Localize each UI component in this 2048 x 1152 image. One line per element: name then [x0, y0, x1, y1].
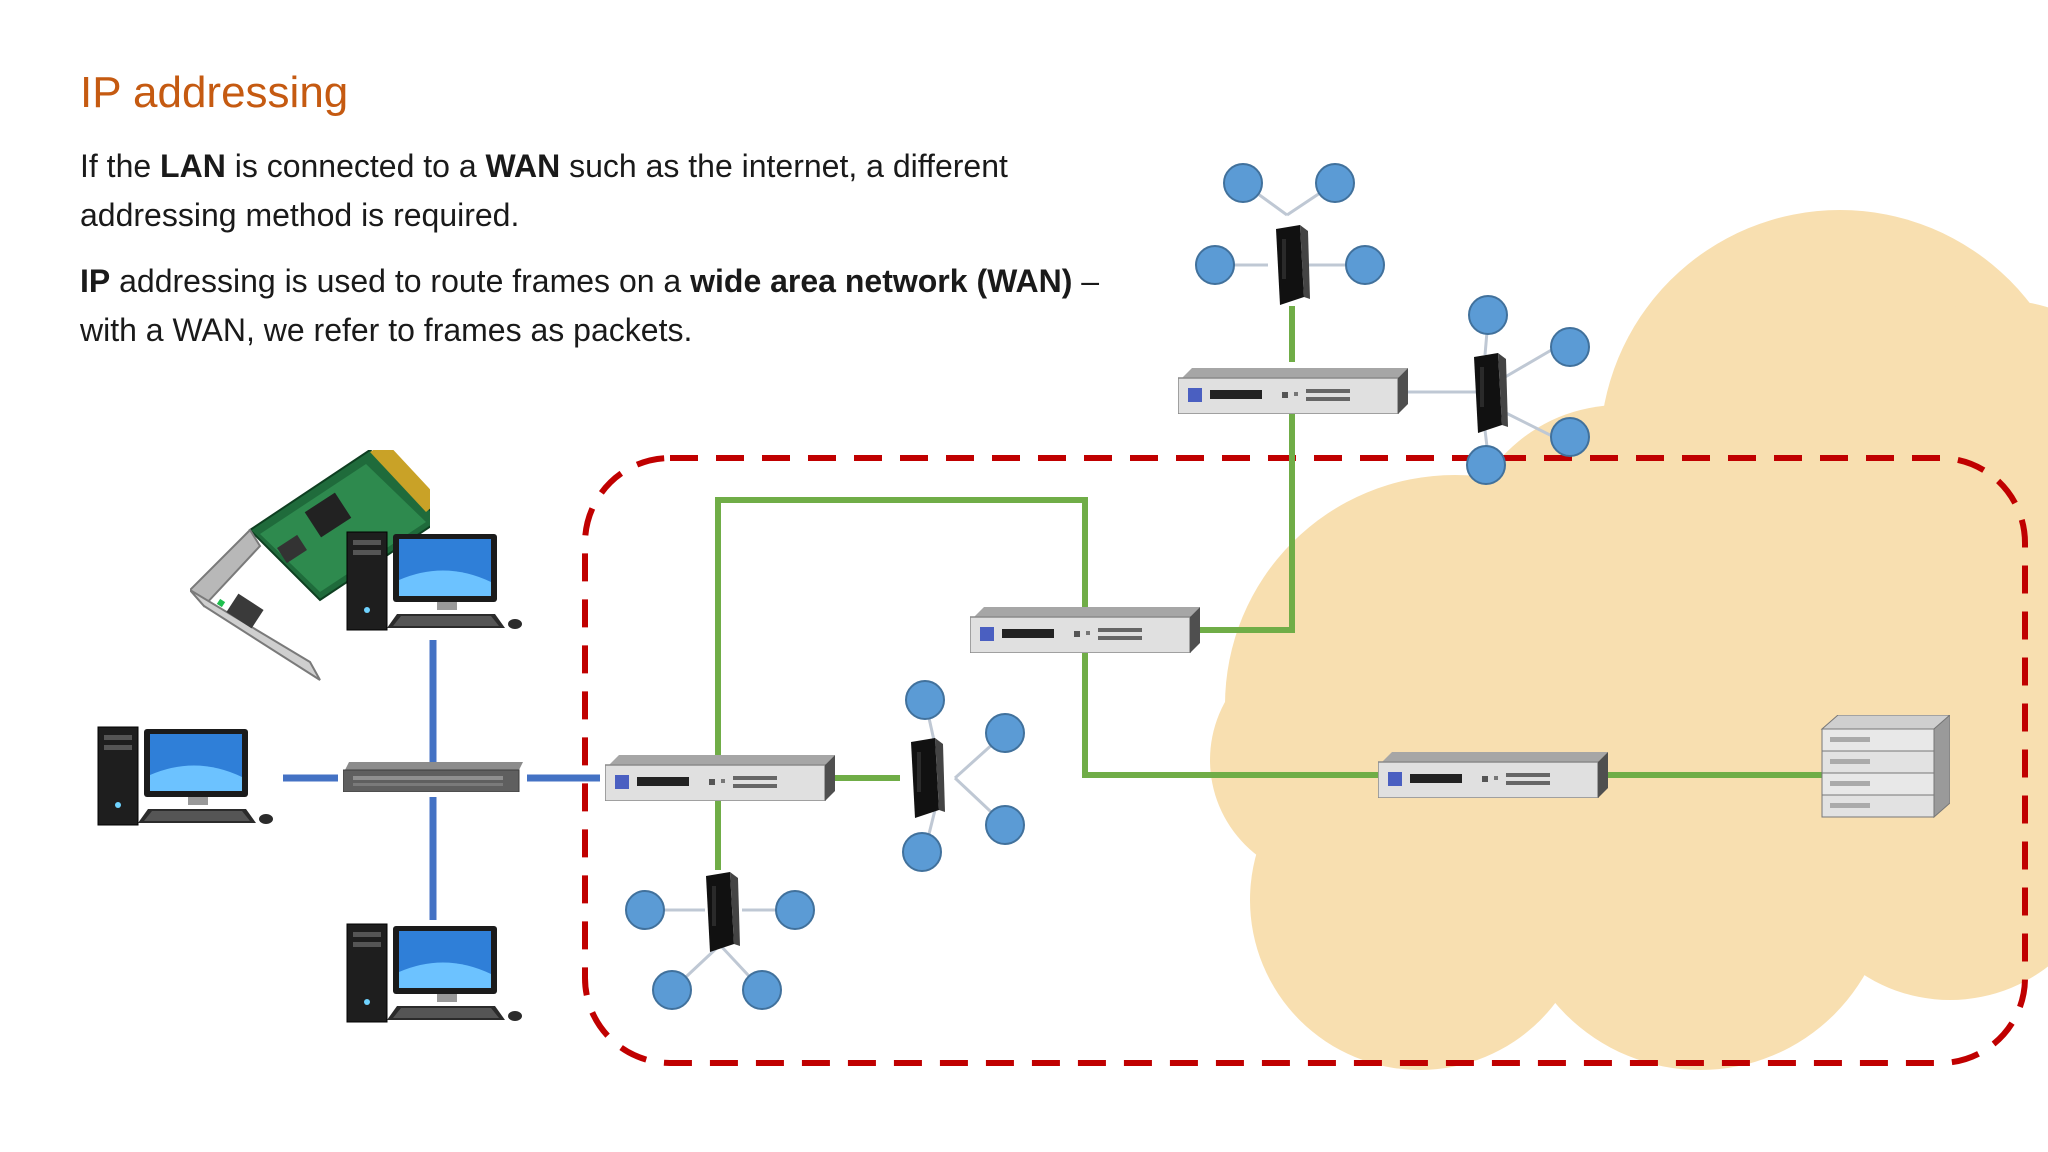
wan-boundary — [582, 455, 2028, 1066]
desktop-computer-icon — [97, 726, 274, 826]
client-node — [905, 680, 945, 720]
text-run: If the — [80, 148, 161, 184]
server-icon — [1821, 715, 1950, 818]
text-run-bold: wide area network (WAN) — [690, 263, 1073, 299]
client-node — [985, 805, 1025, 845]
cloud-icon — [1210, 210, 2048, 1070]
client-node — [742, 970, 782, 1010]
client-node — [625, 890, 665, 930]
paragraph-lan-wan: If the LAN is connected to a WAN such as… — [80, 142, 1140, 240]
client-node — [985, 713, 1025, 753]
client-node — [1195, 245, 1235, 285]
wireless-client-nodes — [625, 163, 1590, 1010]
text-run: is connected to a — [225, 148, 486, 184]
client-node — [1345, 245, 1385, 285]
text-run-bold: WAN — [485, 148, 561, 184]
client-node — [902, 832, 942, 872]
router-icon — [970, 607, 1200, 653]
wireless-access-point-icon — [911, 738, 945, 818]
lan-links — [283, 640, 600, 920]
wan-links — [715, 306, 1822, 870]
client-node — [1466, 445, 1506, 485]
lan-switch-icon — [343, 762, 523, 792]
desktop-computer-icon — [346, 531, 523, 631]
router-icon — [1178, 368, 1408, 414]
text-run-bold: IP — [80, 263, 111, 299]
client-node — [1223, 163, 1263, 203]
client-node — [1550, 327, 1590, 367]
paragraph-ip-addressing: IP addressing is used to route frames on… — [80, 257, 1140, 355]
router-icon — [605, 755, 835, 801]
text-run: addressing is used to route frames on a — [110, 263, 691, 299]
client-node — [775, 890, 815, 930]
text-run-bold: LAN — [160, 148, 226, 184]
text-run: such as the internet, a different addres… — [80, 148, 1008, 233]
desktop-computer-icon — [346, 923, 523, 1023]
client-node — [652, 970, 692, 1010]
wireless-access-point-icon — [706, 872, 740, 952]
text-run: – with a WAN, we refer to frames as pack… — [80, 263, 1100, 348]
router-icon — [1378, 752, 1608, 798]
client-node — [1468, 295, 1508, 335]
client-node — [1550, 417, 1590, 457]
client-node — [1315, 163, 1355, 203]
wireless-access-point-icon — [1276, 225, 1310, 305]
slide-title: IP addressing — [80, 68, 349, 117]
wireless-access-point-icon — [1474, 353, 1508, 433]
